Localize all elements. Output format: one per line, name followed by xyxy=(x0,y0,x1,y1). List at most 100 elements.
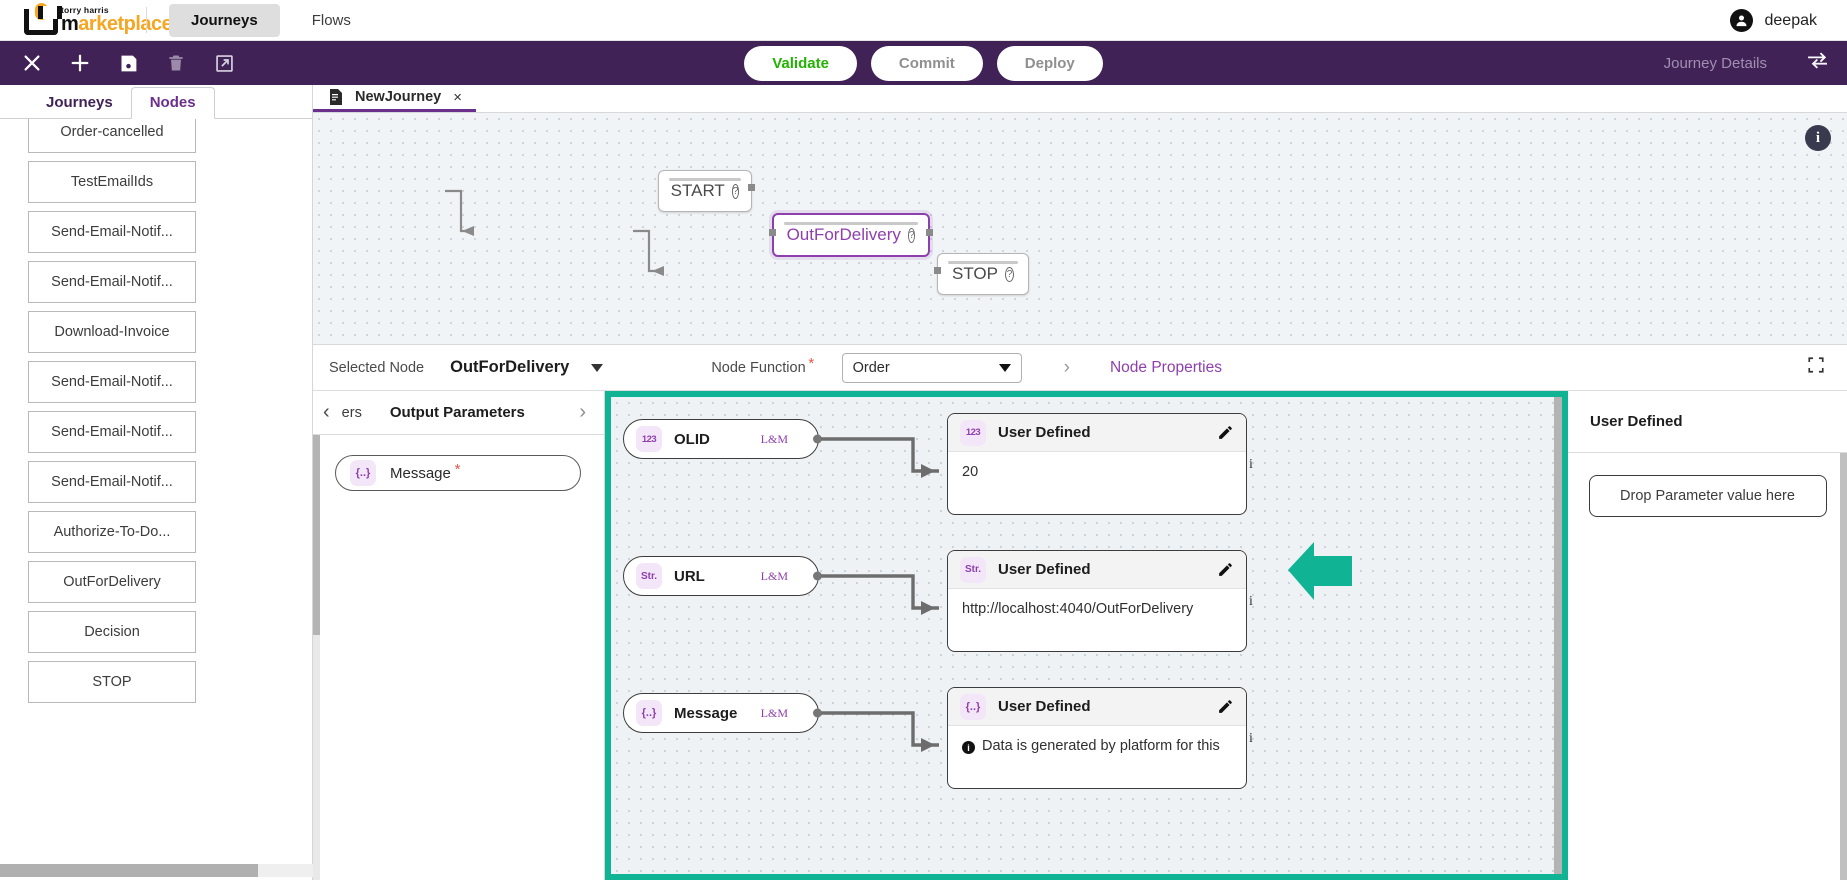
chevron-down-icon[interactable] xyxy=(998,363,1011,372)
node-palette-item[interactable]: OutForDelivery xyxy=(28,561,196,603)
collapse-arrows-icon[interactable] xyxy=(1807,52,1829,75)
user-menu[interactable]: deepak xyxy=(1729,0,1817,41)
nav-tab-flows[interactable]: Flows xyxy=(311,11,351,29)
action-buttons: Validate Commit Deploy xyxy=(0,45,1847,81)
mapping-side-marker: i xyxy=(1249,731,1253,746)
canvas-node-stop[interactable]: STOP ? xyxy=(934,253,1029,295)
mapping-side-marker: i xyxy=(1249,594,1253,609)
node-palette-item[interactable]: Send-Email-Notif... xyxy=(28,411,196,453)
marketplace-logo-icon xyxy=(24,3,58,35)
mapping-source-card[interactable]: 123 OLID L&M xyxy=(623,419,822,459)
workspace: Journeys Nodes Order-cancelled TestEmail… xyxy=(0,85,1847,880)
parameter-item-message[interactable]: {..} Message* xyxy=(335,455,581,491)
mapping-target-card[interactable]: Str. User Defined http://localhost:4040/… xyxy=(947,550,1247,652)
pencil-icon[interactable] xyxy=(1217,561,1234,578)
mapping-connector xyxy=(821,711,939,752)
deploy-button[interactable]: Deploy xyxy=(996,45,1103,81)
chevron-down-icon[interactable] xyxy=(591,363,604,372)
node-palette-item[interactable]: Decision xyxy=(28,611,196,653)
node-properties-vscrollbar[interactable] xyxy=(1840,453,1847,880)
left-tab-nodes[interactable]: Nodes xyxy=(130,87,215,119)
validate-button[interactable]: Validate xyxy=(744,45,857,81)
journey-tab[interactable]: NewJourney × xyxy=(313,85,476,112)
node-palette-item[interactable]: Order-cancelled xyxy=(28,119,196,153)
pencil-icon[interactable] xyxy=(1217,698,1234,715)
help-icon[interactable]: ? xyxy=(907,227,916,243)
node-input-port[interactable] xyxy=(769,229,776,236)
canvas-node-label: START xyxy=(670,181,725,200)
source-output-port[interactable] xyxy=(813,571,822,581)
mapping-target-value: i Data is generated by platform for this xyxy=(948,726,1246,788)
info-icon[interactable]: i xyxy=(1805,125,1831,151)
mapping-source-name: Message xyxy=(674,704,738,722)
parameters-vscroll-thumb[interactable] xyxy=(313,435,320,635)
mapping-vscrollbar[interactable] xyxy=(1554,397,1562,874)
left-panel-hscroll-thumb[interactable] xyxy=(0,864,258,877)
add-icon[interactable] xyxy=(56,41,104,85)
document-icon xyxy=(329,89,343,105)
help-icon[interactable]: ? xyxy=(1004,266,1014,282)
left-panel-tabs: Journeys Nodes xyxy=(0,85,312,119)
open-external-icon[interactable] xyxy=(200,41,248,85)
left-tab-journeys[interactable]: Journeys xyxy=(46,94,113,111)
node-function-select[interactable]: Order xyxy=(841,352,1022,383)
drop-parameter-zone[interactable]: Drop Parameter value here xyxy=(1588,475,1827,517)
parameters-list: {..} Message* xyxy=(313,435,604,880)
node-palette-item[interactable]: Send-Email-Notif... xyxy=(28,361,196,403)
node-function-label: Node Function* xyxy=(711,354,814,376)
mapping-source-card[interactable]: {..} Message L&M xyxy=(623,693,822,733)
journey-canvas[interactable]: i START ? OutForDelivery ? STOP ? xyxy=(313,113,1847,345)
node-input-port[interactable] xyxy=(934,267,941,274)
left-panel-hscrollbar[interactable] xyxy=(0,864,313,877)
canvas-node-start[interactable]: START ? xyxy=(658,170,755,212)
canvas-node-outfordelivery[interactable]: OutForDelivery ? xyxy=(769,213,933,257)
nav-tab-journeys[interactable]: Journeys xyxy=(169,3,280,37)
mapping-target-value: http://localhost:4040/OutForDelivery xyxy=(962,601,1194,617)
account-circle-icon xyxy=(1729,9,1753,32)
toolbar-right: Journey Details xyxy=(1664,52,1829,75)
node-palette-item[interactable]: STOP xyxy=(28,661,196,703)
close-icon[interactable] xyxy=(8,41,56,85)
node-palette-item[interactable]: Send-Email-Notif... xyxy=(28,211,196,253)
mapping-target-header: {..} User Defined xyxy=(948,688,1246,726)
app-header: torry harris marketplace Journeys Flows … xyxy=(0,0,1847,41)
mapping-vscroll-thumb[interactable] xyxy=(1554,397,1562,874)
pencil-icon[interactable] xyxy=(1217,424,1234,441)
json-type-icon: {..} xyxy=(960,693,986,720)
commit-button[interactable]: Commit xyxy=(870,45,983,81)
chevron-left-icon[interactable]: ‹ xyxy=(323,401,330,423)
chevron-right-icon[interactable]: › xyxy=(579,401,586,423)
save-icon[interactable] xyxy=(104,41,152,85)
node-palette-item[interactable]: Download-Invoice xyxy=(28,311,196,353)
node-output-port[interactable] xyxy=(926,229,933,236)
node-properties-link[interactable]: Node Properties xyxy=(1109,358,1222,376)
info-icon: i xyxy=(962,741,975,754)
node-palette-item[interactable]: Send-Email-Notif... xyxy=(28,261,196,303)
journey-tab-strip: NewJourney × xyxy=(313,85,1847,113)
source-output-port[interactable] xyxy=(813,434,822,444)
parameters-vscrollbar[interactable] xyxy=(313,435,320,880)
node-palette-item[interactable]: Authorize-To-Do... xyxy=(28,511,196,553)
mapping-target-card[interactable]: 123 User Defined 20 xyxy=(947,413,1247,515)
fullscreen-icon[interactable] xyxy=(1807,356,1825,379)
node-palette-list[interactable]: Order-cancelled TestEmailIds Send-Email-… xyxy=(0,119,312,856)
mapping-target-card[interactable]: {..} User Defined i Data is generated by… xyxy=(947,687,1247,789)
breadcrumb-chevron-icon: › xyxy=(1063,356,1070,378)
parameter-mapping-canvas[interactable]: 123 OLID L&M 123 User Defined xyxy=(605,391,1568,880)
help-icon[interactable]: ? xyxy=(731,183,740,199)
node-output-port[interactable] xyxy=(748,184,755,191)
source-output-port[interactable] xyxy=(813,708,822,718)
delete-icon[interactable] xyxy=(152,41,200,85)
mapping-source-card[interactable]: Str. URL L&M xyxy=(623,556,822,596)
mapping-side-marker: i xyxy=(1249,457,1253,472)
journey-details-link[interactable]: Journey Details xyxy=(1663,54,1767,72)
node-palette-item[interactable]: TestEmailIds xyxy=(28,161,196,203)
string-type-icon: Str. xyxy=(960,556,986,583)
node-properties-vscroll-thumb[interactable] xyxy=(1840,453,1847,880)
mapping-source-badge: L&M xyxy=(760,705,788,720)
node-palette-item[interactable]: Send-Email-Notif... xyxy=(28,461,196,503)
lower-region: ‹ ers Output Parameters › {..} Message* xyxy=(313,391,1847,880)
previous-tab-partial-label[interactable]: ers xyxy=(341,404,362,421)
journey-tab-close-icon[interactable]: × xyxy=(453,88,462,106)
mapping-target-title: User Defined xyxy=(998,561,1091,578)
